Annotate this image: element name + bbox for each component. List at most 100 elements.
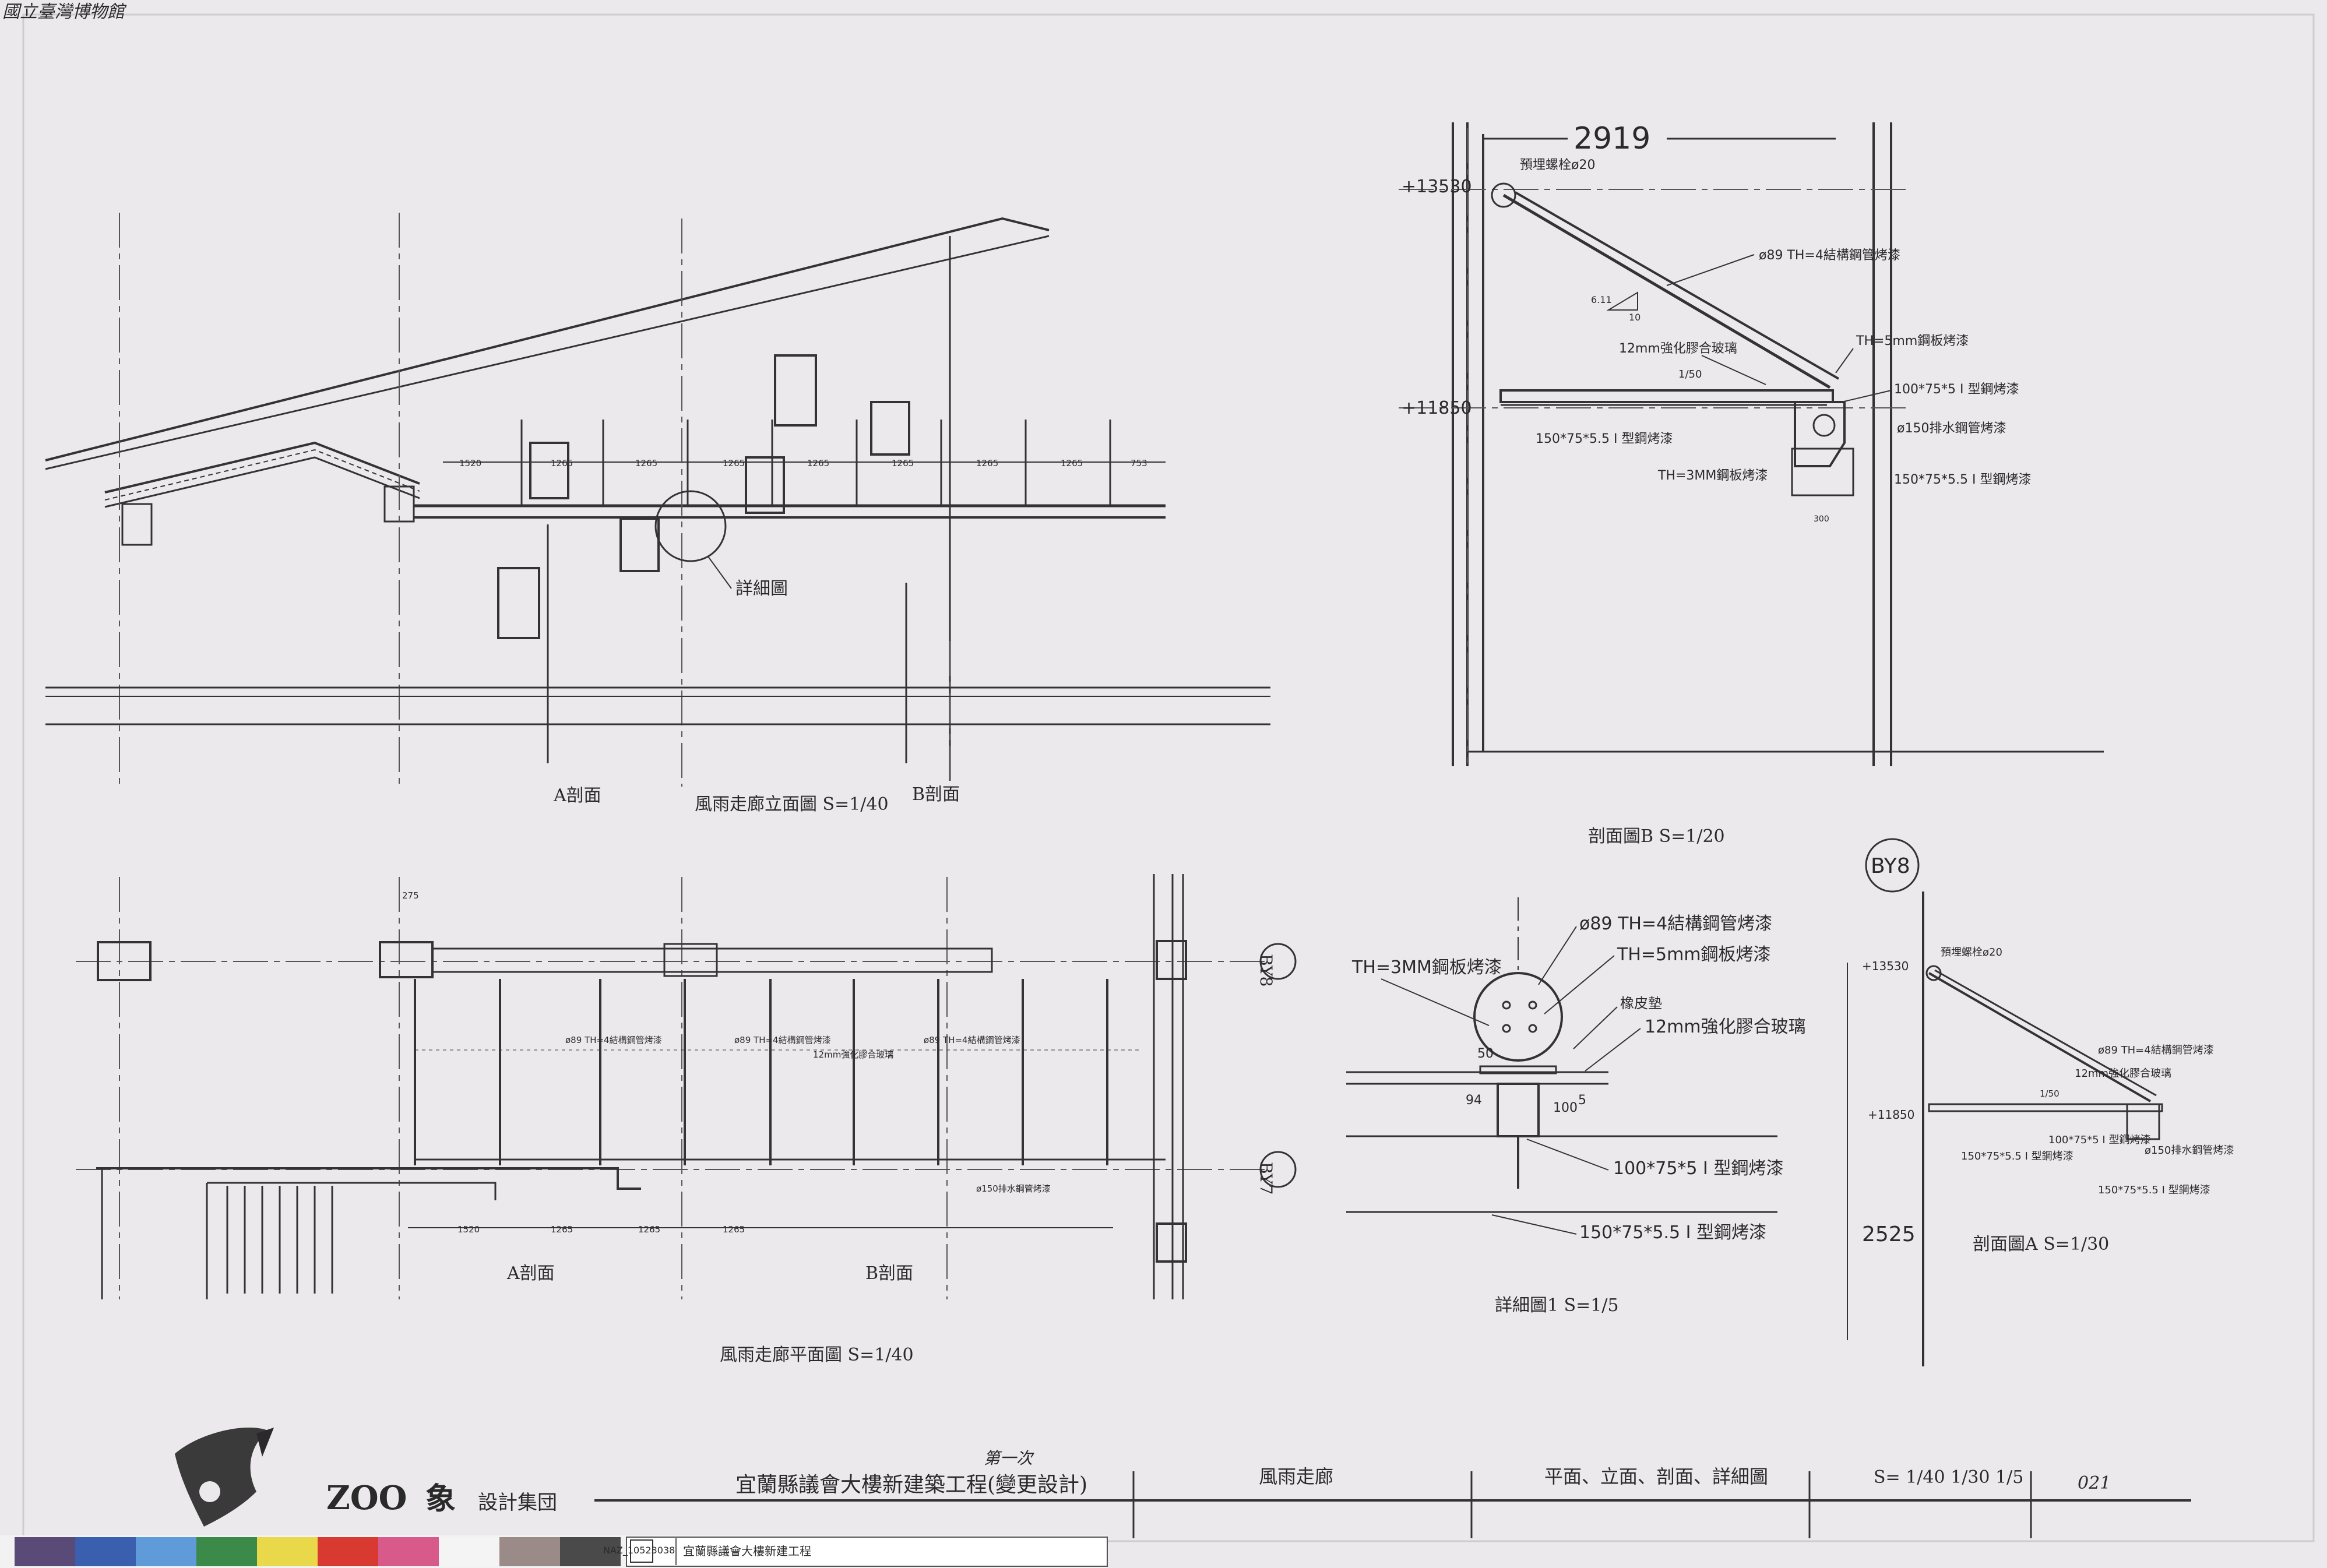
plan-drain-note: ø150排水鋼管烤漆	[976, 1183, 1051, 1194]
sa-height: 2525	[1862, 1222, 1916, 1246]
sb-level-top: +13530	[1402, 177, 1472, 197]
sb-label-anchor: 預埋螺栓ø20	[1520, 158, 1595, 172]
section-a-drawing: BY8 +13530 +11850 2525 預埋螺栓ø20 ø89 TH=4結…	[1847, 838, 2234, 1366]
sa-level-top: +13530	[1862, 959, 1909, 973]
sa-label-beam150b: 150*75*5.5 Ⅰ 型鋼烤漆	[2098, 1184, 2210, 1196]
tb-content: 平面、立面、剖面、詳細圖	[1544, 1465, 1768, 1488]
elev-dim-2: 1265	[551, 458, 573, 468]
elev-detail-callout: 詳細圖	[735, 579, 788, 599]
swatch-4	[196, 1537, 257, 1566]
sb-label-plate3: TH=3MM鋼板烤漆	[1657, 468, 1768, 483]
plan-dim-1: 1520	[457, 1224, 480, 1235]
sa-title: 剖面圖A S=1/30	[1973, 1234, 2109, 1255]
tb-sheet-no: 021	[2078, 1473, 2111, 1493]
detail1-drawing: ø89 TH=4結構鋼管烤漆 TH=5mm鋼板烤漆 TH=3MM鋼板烤漆 橡皮墊…	[1346, 897, 1806, 1316]
elev-dim-4: 1265	[723, 458, 745, 468]
d1-label-beam150: 150*75*5.5 Ⅰ 型鋼烤漆	[1579, 1222, 1766, 1243]
tb-project: 宜蘭縣議會大樓新建築工程(變更設計)	[735, 1473, 1087, 1497]
color-calibration-strip: NAZ_10523038 宜蘭縣議會大樓新建工程	[0, 1535, 1108, 1568]
d1-label-plate5: TH=5mm鋼板烤漆	[1617, 945, 1771, 965]
elev-dim-8: 1265	[1061, 458, 1083, 468]
swatch-10	[560, 1537, 621, 1566]
swatch-8	[439, 1537, 499, 1566]
plan-dim-top: 275	[402, 890, 419, 901]
tb-scale: S= 1/40 1/30 1/5	[1874, 1467, 2023, 1488]
sb-label-drain: ø150排水鋼管烤漆	[1897, 421, 2006, 436]
archive-id: NAZ_10523038	[603, 1545, 675, 1556]
swatch-7	[378, 1537, 439, 1566]
d1-label-glass: 12mm強化膠合玻璃	[1645, 1017, 1806, 1037]
sa-label-drain: ø150排水鋼管烤漆	[2145, 1144, 2234, 1157]
sa-label-ratio: 1/50	[2040, 1088, 2060, 1099]
elev-dim-6: 1265	[892, 458, 914, 468]
swatch-2	[75, 1537, 136, 1566]
sb-span: 2919	[1573, 121, 1650, 156]
plan-grid-by8: BY8	[1256, 954, 1276, 986]
plan-section-b-label: B剖面	[865, 1263, 913, 1284]
elev-section-a-label: A剖面	[553, 785, 601, 806]
swatch-6	[318, 1537, 378, 1566]
swatch-3	[136, 1537, 196, 1566]
sb-label-pipe: ø89 TH=4結構鋼管烤漆	[1759, 248, 1900, 263]
plan-pipe-note-2: ø89 TH=4結構鋼管烤漆	[734, 1035, 831, 1045]
title-block: ZOO 象 設計集団 第一次 宜蘭縣議會大樓新建築工程(變更設計) 風雨走廊 平…	[175, 1427, 2191, 1538]
elevation-drawing: 1520 1265 1265 1265 1265 1265 1265 1265 …	[45, 213, 1270, 815]
elev-dim-7: 1265	[976, 458, 998, 468]
sb-label-300: 300	[1814, 515, 1829, 524]
sa-label-pipe: ø89 TH=4結構鋼管烤漆	[2098, 1044, 2214, 1056]
elev-title: 風雨走廊立面圖 S=1/40	[695, 794, 889, 815]
sb-label-glass: 12mm強化膠合玻璃	[1619, 341, 1737, 356]
d1-label-pipe: ø89 TH=4結構鋼管烤漆	[1579, 914, 1772, 934]
elev-section-b-label: B剖面	[912, 784, 960, 805]
d1-label-beam100: 100*75*5 Ⅰ 型鋼烤漆	[1613, 1158, 1783, 1179]
firm-name-en: ZOO	[326, 1479, 407, 1517]
sa-level-bottom: +11850	[1868, 1108, 1914, 1122]
plan-pipe-note-3: ø89 TH=4結構鋼管烤漆	[924, 1035, 1020, 1045]
tb-annotation: 第一次	[984, 1449, 1034, 1468]
plan-dim-3: 1265	[638, 1224, 660, 1235]
sa-label-beam150a: 150*75*5.5 Ⅰ 型鋼烤漆	[1961, 1150, 2073, 1162]
d1-label-50: 50	[1477, 1046, 1494, 1061]
firm-name-cn: 象	[425, 1481, 456, 1517]
plan-title: 風雨走廊平面圖 S=1/40	[720, 1345, 914, 1365]
firm-group: 設計集団	[478, 1491, 557, 1514]
watermark-text: 國立臺灣博物館	[2, 2, 127, 22]
sa-label-anchor: 預埋螺栓ø20	[1941, 946, 2002, 959]
elev-dim-5: 1265	[807, 458, 829, 468]
sa-label-beam100: 100*75*5 Ⅰ 型鋼烤漆	[2048, 1134, 2150, 1146]
sb-label-beam100: 100*75*5 Ⅰ 型鋼烤漆	[1894, 382, 2019, 397]
plan-dim-4: 1265	[723, 1224, 745, 1235]
d1-label-94: 94	[1466, 1093, 1482, 1108]
sb-label-beam150b: 150*75*5.5 Ⅰ 型鋼烤漆	[1894, 473, 2031, 487]
d1-label-plate3: TH=3MM鋼板烤漆	[1351, 957, 1502, 978]
firm-logo	[175, 1427, 274, 1527]
plan-drawing: ø89 TH=4結構鋼管烤漆 ø89 TH=4結構鋼管烤漆 ø89 TH=4結構…	[76, 874, 1297, 1365]
archive-title: 宜蘭縣議會大樓新建工程	[683, 1544, 811, 1558]
sb-label-ratio: 1/50	[1678, 368, 1702, 380]
tb-drawing-name: 風雨走廊	[1259, 1465, 1333, 1488]
elev-dim-9: 753	[1131, 458, 1147, 468]
plan-section-a-label: A剖面	[506, 1263, 555, 1284]
sb-label-beam150a: 150*75*5.5 Ⅰ 型鋼烤漆	[1536, 432, 1673, 446]
elev-dim-1: 1520	[459, 458, 481, 468]
sb-label-slope-a: 6.11	[1591, 294, 1612, 305]
swatch-5	[257, 1537, 318, 1566]
archive-stamp-icon	[630, 1539, 653, 1563]
plan-grid-by7: BY7	[1256, 1162, 1276, 1195]
sb-level-bottom: +11850	[1402, 398, 1472, 418]
swatch-9	[499, 1537, 560, 1566]
plan-dim-2: 1265	[551, 1224, 573, 1235]
sb-label-plate5: TH=5mm鋼板烤漆	[1856, 334, 1969, 348]
swatch-1	[15, 1537, 75, 1566]
d1-label-5: 5	[1578, 1093, 1586, 1108]
sb-label-slope-b: 10	[1629, 312, 1640, 323]
sa-grid: BY8	[1871, 854, 1910, 878]
sb-title: 剖面圖B S=1/20	[1588, 826, 1725, 847]
d1-label-rubber: 橡皮墊	[1620, 995, 1662, 1012]
section-b-drawing: 2919 +13530 +11850 預埋螺栓ø20 ø89 TH=4結構鋼管烤…	[1399, 121, 2104, 847]
d1-label-100: 100	[1553, 1101, 1578, 1115]
sa-label-glass: 12mm強化膠合玻璃	[2075, 1067, 2171, 1080]
plan-glass-note: 12mm強化膠合玻璃	[813, 1049, 893, 1060]
d1-title: 詳細圖1 S=1/5	[1495, 1295, 1619, 1316]
